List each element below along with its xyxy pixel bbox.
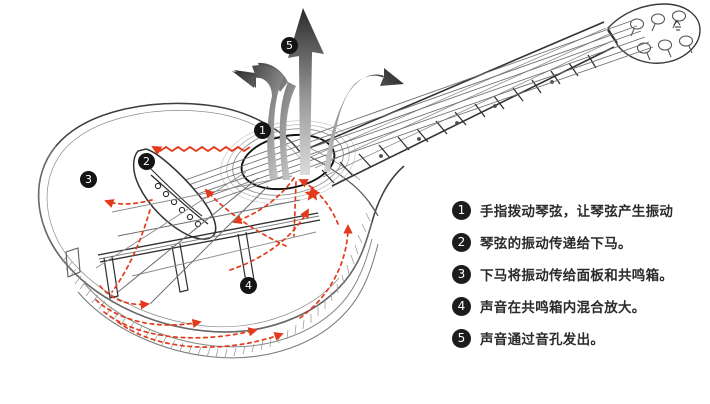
fret-inlays	[379, 80, 554, 158]
marker-5: 5	[281, 37, 298, 54]
arrow-hole-column	[293, 181, 297, 237]
fretboard-edge-top	[299, 21, 605, 153]
zigzag-to-bridge	[151, 145, 251, 156]
legend-marker-3: 3	[452, 264, 471, 284]
legend-item-4: 4 声音在共鸣箱内混合放大。	[452, 290, 702, 322]
marker-2: 2	[138, 153, 155, 170]
arrow-right-up-to-hole	[299, 224, 353, 319]
legend: 1 手指拨动琴弦，让琴弦产生振动 2 琴弦的振动传递给下马。 3 下马将振动传给…	[452, 194, 702, 354]
legend-text-3: 下马将振动传给面板和共鸣箱。	[480, 268, 674, 284]
legend-item-1: 1 手指拨动琴弦，让琴弦产生振动	[452, 194, 702, 226]
legend-marker-5: 5	[452, 328, 471, 348]
arrow-sweep-lower-1	[99, 285, 150, 310]
arrow-up	[288, 8, 324, 175]
arrow-sweep-lower-3	[103, 311, 258, 339]
kerfing-hatch	[79, 202, 375, 358]
arrow-down-left-body	[111, 209, 151, 293]
arrow-up-right	[324, 68, 404, 172]
legend-text-1: 手指拨动琴弦，让琴弦产生振动	[480, 204, 674, 220]
legend-item-2: 2 琴弦的振动传递给下马。	[452, 226, 702, 258]
frets	[321, 54, 597, 184]
bridge	[132, 148, 217, 240]
arrow-from-soundhole-down	[232, 177, 295, 225]
bridge-saddle	[150, 174, 209, 225]
tuning-pegs	[629, 10, 694, 61]
strings	[162, 19, 654, 214]
fretboard	[299, 21, 618, 187]
arrow-into-sound-hole	[298, 179, 339, 225]
legend-text-5: 声音通过音孔发出。	[480, 332, 605, 348]
circulation-arrows	[95, 177, 353, 348]
headstock	[607, 3, 701, 64]
guitar-body	[37, 102, 405, 359]
bridge-pins	[154, 182, 202, 228]
arrow-mid-to-hole	[229, 208, 309, 271]
back-plate-outline	[38, 145, 206, 332]
legend-marker-4: 4	[452, 296, 471, 316]
marker-4: 4	[240, 277, 257, 294]
arrow-left-diag	[204, 188, 287, 247]
legend-text-2: 琴弦的振动传递给下马。	[480, 236, 632, 252]
arrow-sweep-lower-2	[95, 299, 202, 329]
side-rim	[77, 243, 379, 359]
arrow-sweep-lower-4	[117, 321, 284, 348]
arrow-bridge-to-soundboard	[104, 199, 153, 208]
legend-marker-1: 1	[452, 200, 471, 220]
legend-text-4: 声音在共鸣箱内混合放大。	[480, 300, 646, 316]
legend-marker-2: 2	[452, 232, 471, 252]
arrow-up-left	[234, 62, 296, 181]
fretboard-edge-bottom	[331, 46, 615, 187]
emitted-sound-arrows	[232, 8, 404, 181]
legend-item-3: 3 下马将振动传给面板和共鸣箱。	[452, 258, 702, 290]
pluck-point-star	[304, 185, 321, 201]
vibration-arrow	[151, 145, 251, 156]
brand-logo	[673, 20, 681, 31]
marker-1: 1	[254, 122, 271, 139]
marker-3: 3	[80, 171, 97, 188]
legend-item-5: 5 声音通过音孔发出。	[452, 322, 702, 354]
